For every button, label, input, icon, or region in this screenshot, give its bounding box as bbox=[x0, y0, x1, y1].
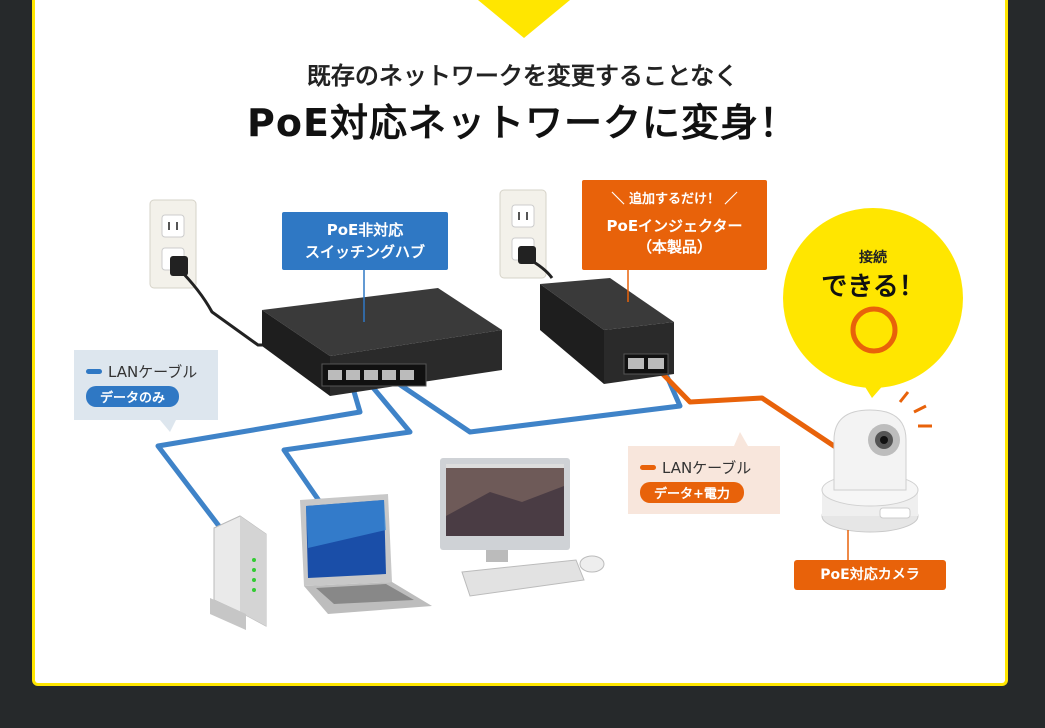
bubble-small-text: 接続 bbox=[859, 250, 887, 266]
bubble-large-text: できる！ bbox=[821, 272, 925, 302]
poe-injector-label: ＼ 追加するだけ！ ／ PoEインジェクター （本製品） bbox=[582, 180, 767, 270]
lan-data-power-callout: LANケーブル データ+電力 bbox=[628, 446, 780, 514]
heading-subtitle: 既存のネットワークを変更することなく bbox=[306, 62, 739, 90]
poe-camera-label: PoE対応カメラ bbox=[794, 560, 946, 590]
lan-cable-blue bbox=[155, 363, 683, 532]
ok-circle-icon bbox=[850, 306, 898, 354]
header-notch bbox=[478, 0, 570, 38]
heading-title: PoE対応ネットワークに変身！ bbox=[247, 101, 798, 145]
switching-hub-label: PoE非対応 スイッチングハブ bbox=[282, 212, 448, 270]
blue-dash-icon bbox=[86, 368, 102, 374]
poe-injector bbox=[540, 278, 674, 384]
lan-cable-orange bbox=[653, 364, 842, 453]
data-only-pill: データのみ bbox=[86, 386, 180, 407]
router-icon bbox=[210, 515, 267, 630]
lan-data-only-callout: LANケーブル データのみ bbox=[74, 350, 218, 420]
injector-tagline: ＼ 追加するだけ！ ／ bbox=[611, 192, 738, 207]
laptop-icon bbox=[300, 494, 432, 614]
switching-hub bbox=[262, 288, 502, 396]
poe-camera-icon bbox=[821, 391, 932, 533]
connect-bubble bbox=[783, 208, 963, 398]
data-power-pill: データ+電力 bbox=[640, 482, 744, 503]
orange-dash-icon bbox=[640, 464, 656, 470]
desktop-monitor-icon bbox=[440, 458, 605, 597]
